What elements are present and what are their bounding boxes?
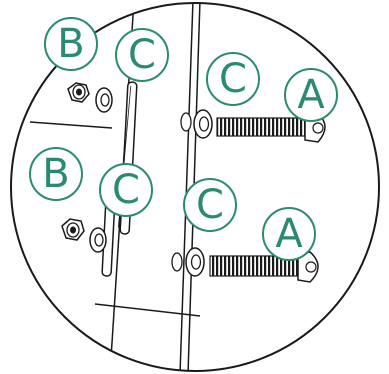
washer-top-right-small	[180, 112, 192, 132]
label-a-bottom-text: A	[275, 211, 303, 257]
bolt-bottom	[209, 251, 319, 283]
label-c-top-right-text: C	[219, 56, 247, 102]
label-b-top-text: B	[57, 21, 85, 67]
washer-bottom-right-small	[171, 252, 183, 272]
label-c-bottom-right-text: C	[196, 182, 224, 228]
washer-bottom-right	[185, 247, 205, 277]
nut-bottom	[61, 218, 85, 241]
nut-top	[67, 82, 90, 103]
label-a-bottom: A	[262, 207, 316, 261]
label-c-bottom-left: C	[99, 163, 153, 217]
label-c-top-left: C	[115, 28, 169, 82]
label-b-top: B	[44, 17, 98, 71]
label-c-top-left-text: C	[128, 32, 156, 78]
label-b-bottom: B	[29, 147, 83, 201]
label-c-bottom-right: C	[183, 178, 237, 232]
label-a-top-text: A	[297, 72, 325, 118]
washer-bottom-left	[89, 227, 107, 253]
washer-top-left	[95, 87, 113, 113]
label-c-bottom-left-text: C	[112, 167, 140, 213]
label-c-top-right: C	[206, 52, 260, 106]
label-b-bottom-text: B	[42, 151, 70, 197]
label-a-top: A	[284, 68, 338, 122]
washer-top-right	[193, 109, 213, 139]
detail-circle	[10, 2, 380, 372]
